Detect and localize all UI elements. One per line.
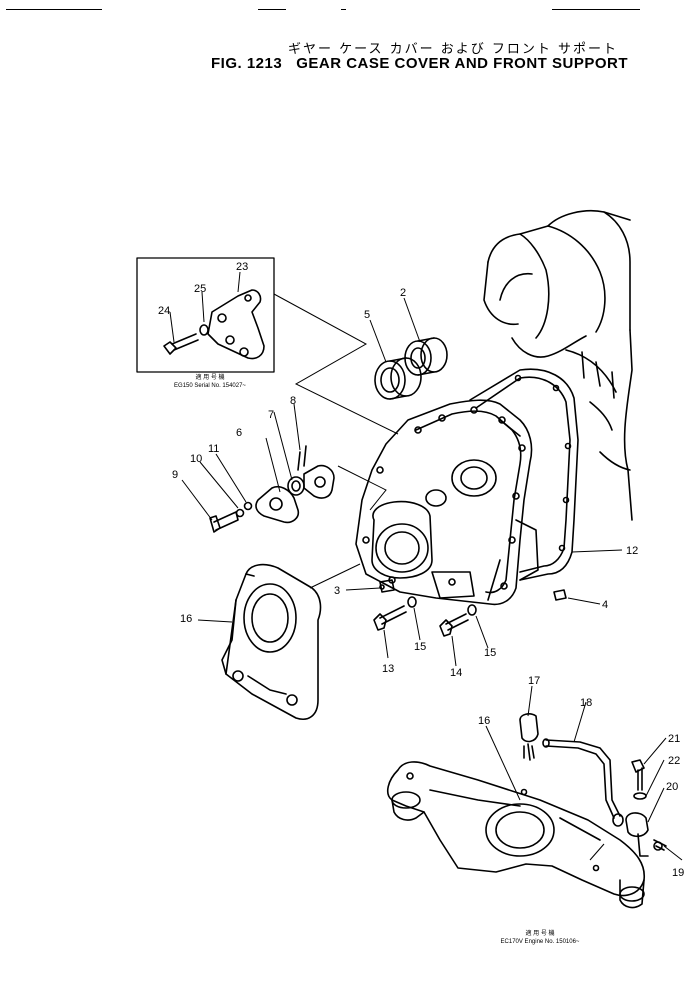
callout-11: 11 (208, 443, 219, 455)
callout-16-upper: 16 (180, 613, 192, 625)
washer-10 (235, 508, 245, 518)
leader-lines (169, 271, 683, 861)
callout-6: 6 (236, 427, 242, 439)
header-rule-left (6, 9, 102, 10)
oil-seal-5 (374, 357, 422, 400)
union-fitting-17 (519, 713, 539, 761)
callout-19: 19 (672, 867, 684, 879)
inset-note-jp: 適 用 号 機 (195, 375, 225, 381)
callout-4: 4 (602, 599, 608, 611)
o-ring-7 (287, 476, 305, 496)
callout-23: 23 (236, 261, 248, 273)
bottom-note-jp: 適 用 号 機 (525, 931, 555, 937)
bolt-21 (631, 759, 645, 791)
inset-bracket-23 (207, 289, 265, 360)
washer-15-left (407, 596, 417, 608)
bolt-13 (373, 605, 407, 631)
callout-15-right: 15 (484, 647, 496, 659)
plug-3 (379, 579, 395, 593)
callout-21: 21 (668, 733, 680, 745)
inset-note-serial: EG150 Serial No. 154027~ (174, 383, 246, 389)
callout-9: 9 (172, 469, 178, 481)
bolt-14 (439, 613, 469, 637)
callout-8: 8 (290, 395, 296, 407)
washer-15-right (467, 604, 477, 616)
callout-7: 7 (268, 409, 274, 421)
inset-note: 適 用 号 機 EG150 Serial No. 154027~ (140, 374, 280, 390)
header-rule-dash (341, 9, 346, 10)
page-title: FIG. 1213 GEAR CASE COVER AND FRONT SUPPO… (211, 55, 628, 72)
plug-4 (553, 589, 567, 601)
callout-2: 2 (400, 287, 406, 299)
title-japanese: ギヤー ケース カバー および フロント サポート (288, 42, 619, 57)
bottom-note-serial: EC170V Engine No. 150106~ (500, 939, 580, 945)
gear-case-cover (355, 399, 539, 606)
clamp-20 (625, 812, 649, 857)
callout-14: 14 (450, 667, 462, 679)
inset-bolt-24 (163, 333, 199, 355)
callout-labels: 2 5 7 8 6 11 10 9 16 3 4 12 13 15 14 15 … (158, 261, 684, 879)
callout-10: 10 (190, 453, 202, 465)
bottom-note: 適 用 号 機 EC170V Engine No. 150106~ (470, 930, 610, 946)
callout-16-lower: 16 (478, 715, 490, 727)
bolt-9 (209, 511, 239, 533)
callout-25: 25 (194, 283, 206, 295)
callout-18: 18 (580, 697, 592, 709)
callout-13: 13 (382, 663, 394, 675)
inset-frame (136, 257, 275, 373)
callout-5: 5 (364, 309, 370, 321)
gasket-8 (297, 445, 335, 499)
screw-19 (653, 839, 667, 851)
title-english: GEAR CASE COVER AND FRONT SUPPORT (296, 55, 629, 72)
cover-plate-6 (255, 485, 300, 524)
callout-3: 3 (334, 585, 340, 597)
callout-15-left: 15 (414, 641, 426, 653)
header-rule-right (552, 9, 640, 10)
bushing-2 (404, 337, 448, 376)
inset-washer-25 (199, 324, 209, 336)
pipe-18 (542, 738, 624, 827)
callout-22: 22 (668, 755, 680, 767)
figure-number: FIG. 1213 (211, 55, 283, 72)
callout-24: 24 (158, 305, 170, 317)
callout-20: 20 (666, 781, 678, 793)
front-support-upper-16 (221, 563, 322, 720)
front-support-lower-16 (386, 761, 645, 909)
header-rule-mid (258, 9, 286, 10)
callout-17: 17 (528, 675, 540, 687)
washer-22 (633, 792, 647, 800)
gasket-12 (469, 368, 579, 581)
washer-11 (243, 501, 253, 511)
callout-12: 12 (626, 545, 638, 557)
engine-block (483, 210, 633, 521)
